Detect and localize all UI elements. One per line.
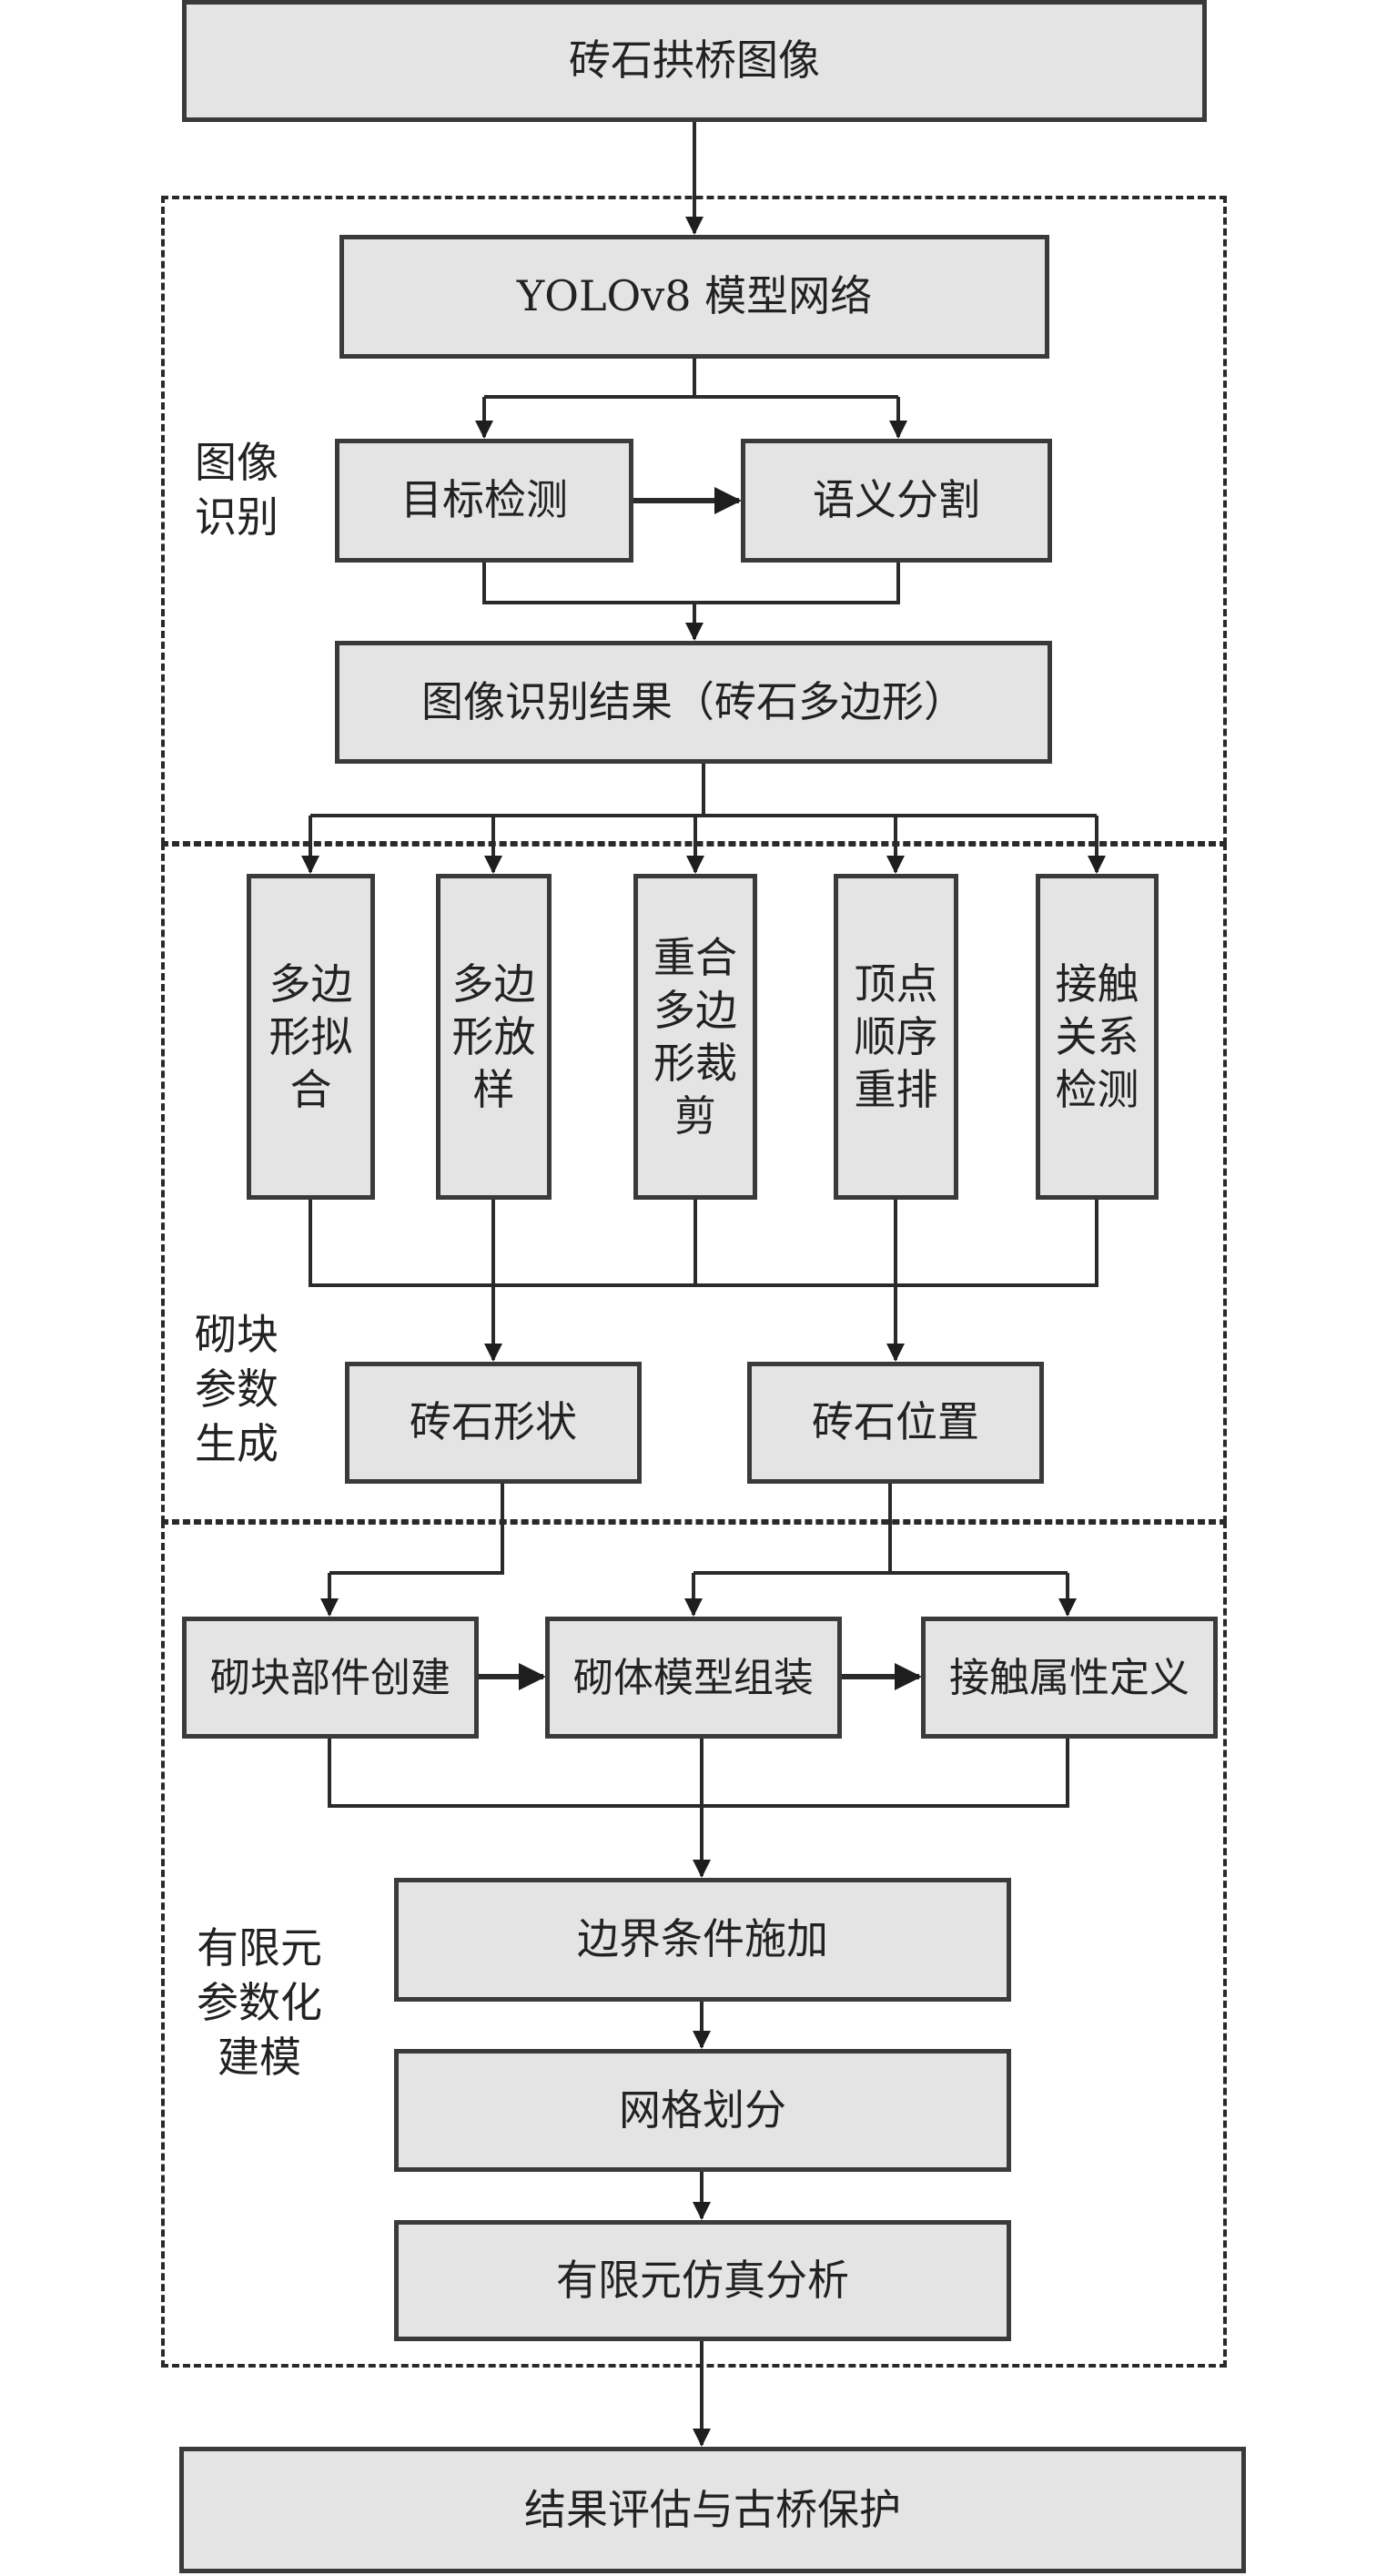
step-vertex-reorder: 顶点顺序重排: [834, 874, 958, 1200]
line-fe-merge: [328, 1737, 1069, 1808]
line-merge-recognition: [482, 561, 900, 604]
step-polygon-lofting: 多边形放样: [436, 874, 552, 1200]
brick-shape-box: 砖石形状: [345, 1362, 642, 1484]
boundary-box: 边界条件施加: [394, 1878, 1011, 2002]
region-fe-modeling: [161, 1521, 1227, 2368]
step-contact-detection: 接触关系检测: [1036, 874, 1159, 1200]
region-label-fe-modeling: 有限元 参数化 建模: [197, 1923, 322, 2082]
segmentation-box: 语义分割: [741, 439, 1052, 563]
assembly-box: 砌体模型组装: [545, 1617, 842, 1739]
step-polygon-fitting: 多边形拟合: [247, 874, 375, 1200]
line-shape-to-part: [329, 1482, 504, 1575]
simulation-box: 有限元仿真分析: [394, 2220, 1011, 2341]
part-creation-box: 砌块部件创建: [182, 1617, 479, 1739]
region-label-image-recognition: 图像 识别: [195, 438, 278, 542]
mesh-box: 网格划分: [394, 2049, 1011, 2172]
step-overlap-clipping: 重合多边形裁剪: [633, 874, 757, 1200]
line-steps-merge: [309, 1198, 1098, 1287]
detection-box: 目标检测: [335, 439, 633, 563]
title-box: 砖石拱桥图像: [182, 0, 1207, 122]
region-label-block-params: 砌块 参数 生成: [195, 1310, 278, 1468]
recognition-result-box: 图像识别结果（砖石多边形）: [335, 641, 1052, 764]
brick-position-box: 砖石位置: [747, 1362, 1044, 1484]
contact-def-box: 接触属性定义: [921, 1617, 1218, 1739]
yolo-box: YOLOv8 模型网络: [339, 235, 1049, 359]
final-box: 结果评估与古桥保护: [179, 2447, 1246, 2573]
